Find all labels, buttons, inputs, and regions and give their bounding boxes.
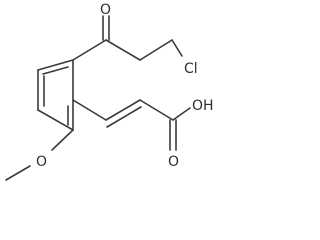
vinyl-double-bond — [105, 99, 141, 121]
ring-bond — [37, 109, 74, 131]
benzene-ring — [37, 59, 74, 131]
acrylic-acid-chain — [72, 99, 191, 151]
bond-carbonyl-to-ch2 — [105, 39, 141, 61]
methoxy-oxygen-label: O — [36, 154, 47, 170]
vinyl-double-bond — [106, 106, 142, 128]
bond-ring-to-vinyl — [72, 99, 107, 121]
bond-ch2-to-cl — [171, 39, 183, 57]
methoxy-group — [5, 129, 74, 181]
bond-ch2-to-ch2 — [139, 39, 173, 61]
bond-ring-to-methoxy-o — [51, 129, 74, 151]
acid-carbonyl-oxygen-label: O — [168, 154, 179, 170]
chlorine-label: Cl — [184, 61, 198, 77]
hydroxyl-label: OH — [192, 98, 214, 114]
carbonyl-oxygen-label: O — [100, 2, 111, 18]
bond-ring-to-carbonyl — [72, 39, 107, 61]
chemical-structure: O Cl OH O O — [5, 2, 214, 181]
ring-double-bond — [42, 66, 69, 75]
ring-bond — [37, 59, 74, 71]
bond-vinyl-to-acid — [139, 99, 174, 121]
bond-acid-to-oh — [172, 107, 191, 121]
chloropropanoyl-chain — [72, 15, 183, 61]
bond-methoxy-o-to-ch3 — [5, 165, 31, 181]
